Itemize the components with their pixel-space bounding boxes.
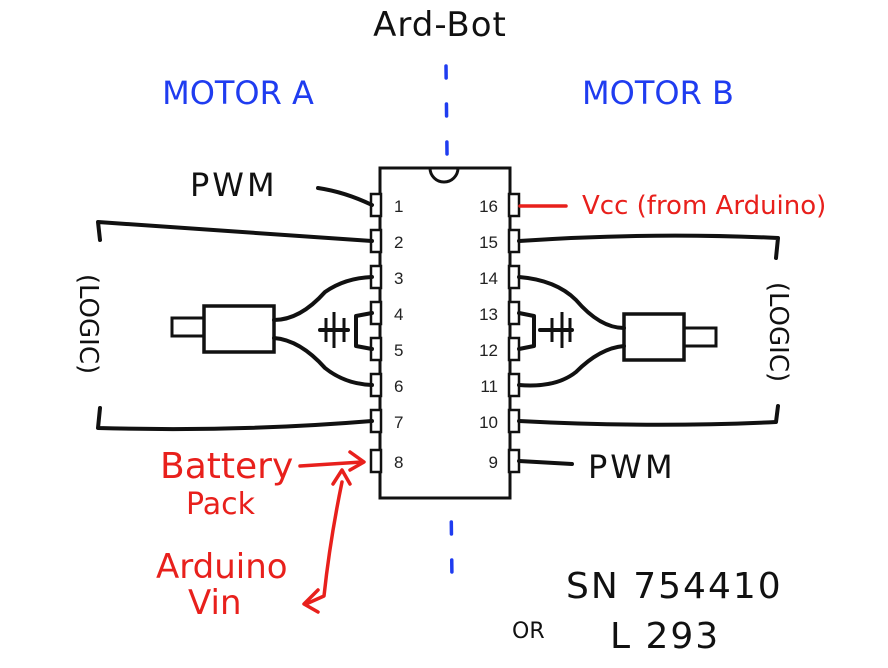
pin-number: 8 bbox=[394, 453, 403, 472]
logic-left-wire bbox=[96, 220, 374, 432]
pwm-right-wire bbox=[517, 459, 574, 466]
pin-number: 14 bbox=[479, 269, 498, 288]
pin-number: 3 bbox=[394, 269, 403, 288]
pwm-left-label: PWM bbox=[190, 166, 278, 204]
motor-a bbox=[170, 275, 374, 387]
pin-number: 5 bbox=[394, 341, 403, 360]
vin-wire bbox=[304, 480, 344, 606]
pin-number: 9 bbox=[489, 453, 498, 472]
pin-number: 12 bbox=[479, 341, 498, 360]
pin-number: 6 bbox=[394, 377, 403, 396]
chip-notch bbox=[428, 167, 460, 184]
pin-number: 7 bbox=[394, 413, 403, 432]
left-pins bbox=[369, 192, 383, 474]
pwm-left-wire bbox=[316, 186, 374, 207]
pin-number: 2 bbox=[394, 233, 403, 252]
chip-name-label: SN 754410 bbox=[566, 566, 783, 607]
pin-number: 4 bbox=[394, 305, 403, 324]
pin-number: 11 bbox=[480, 377, 498, 396]
right-pin-numbers: 16 15 14 13 12 11 10 9 bbox=[479, 197, 498, 472]
h-bridge-chip bbox=[378, 166, 512, 500]
diagram-title: Ard-Bot bbox=[373, 5, 507, 45]
motor-b-label: MOTOR B bbox=[582, 74, 734, 112]
pin-number: 13 bbox=[479, 305, 498, 324]
vin-arrow-head bbox=[302, 588, 320, 614]
pin-number: 10 bbox=[479, 413, 498, 432]
alt-chip-label: L 293 bbox=[610, 616, 720, 657]
motor-b bbox=[517, 275, 718, 388]
battery-label-line1: Battery bbox=[160, 446, 293, 487]
logic-left-label: (LOGIC) bbox=[73, 274, 103, 374]
vin-up-arrow-head bbox=[331, 468, 352, 486]
battery-arrow-head bbox=[348, 450, 366, 472]
pwm-right-label: PWM bbox=[588, 448, 676, 486]
logic-right-wire bbox=[517, 233, 780, 427]
vcc-label: Vcc (from Arduino) bbox=[582, 191, 826, 221]
vin-label-line2: Vin bbox=[188, 583, 242, 623]
pin-number: 16 bbox=[479, 197, 498, 216]
or-label: OR bbox=[512, 619, 545, 644]
motor-a-label: MOTOR A bbox=[162, 74, 314, 112]
vin-label-line1: Arduino bbox=[156, 547, 288, 587]
battery-label-line2: Pack bbox=[186, 487, 256, 522]
pin-number: 15 bbox=[479, 233, 498, 252]
pin-number: 1 bbox=[394, 197, 403, 216]
battery-wire bbox=[298, 460, 364, 468]
logic-right-label: (LOGIC) bbox=[763, 282, 793, 382]
left-pin-numbers: 1 2 3 4 5 6 7 8 bbox=[394, 197, 403, 472]
